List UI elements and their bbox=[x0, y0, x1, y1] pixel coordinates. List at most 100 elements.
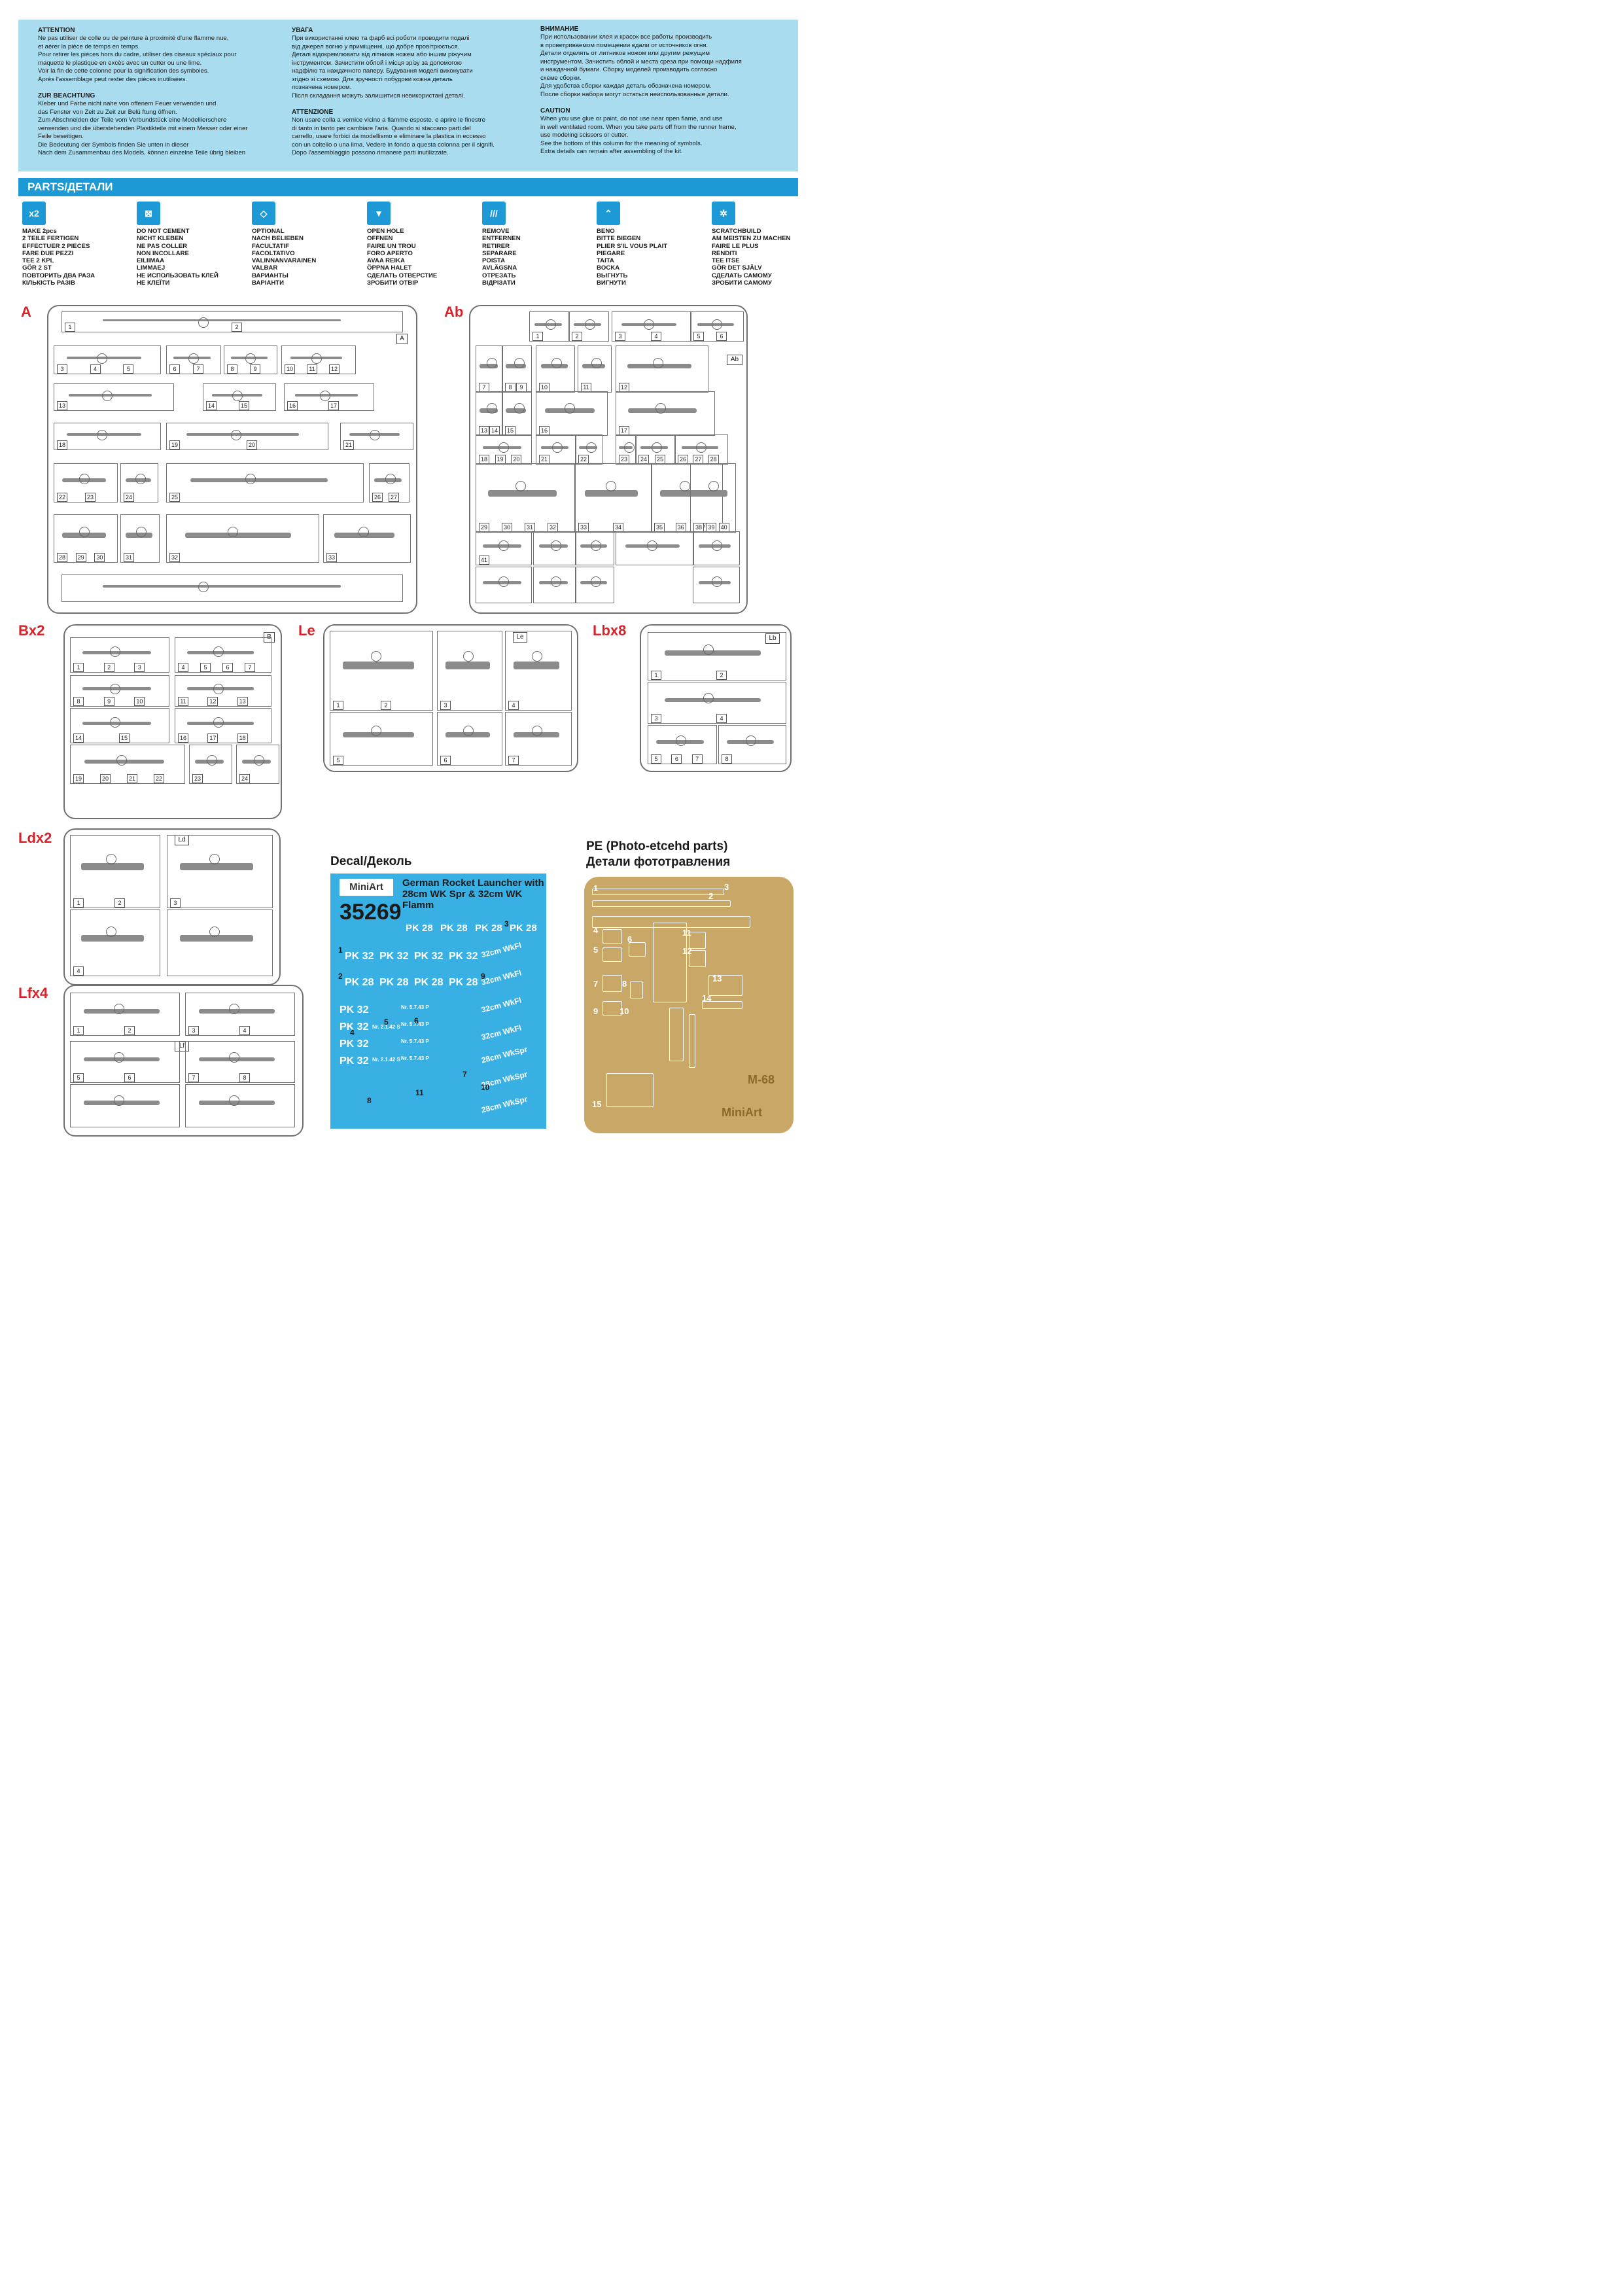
plastic-part bbox=[342, 661, 414, 669]
part-number: 14 bbox=[73, 733, 84, 743]
sprue-cell: 4 bbox=[70, 910, 160, 976]
plastic-part bbox=[96, 430, 107, 440]
sprue-flag: Lb bbox=[765, 633, 780, 644]
plastic-part bbox=[116, 754, 127, 766]
plastic-part bbox=[227, 527, 238, 537]
part-number: 8 bbox=[227, 364, 237, 374]
plastic-part bbox=[647, 540, 658, 551]
decal-pk32: PK 32 bbox=[449, 951, 478, 962]
plastic-part bbox=[81, 862, 144, 870]
part-number: 19 bbox=[169, 440, 180, 450]
decal-brand: MiniArt bbox=[340, 879, 393, 896]
plastic-part bbox=[584, 489, 638, 497]
plastic-part bbox=[245, 473, 256, 484]
part-number: 9 bbox=[250, 364, 260, 374]
warning-heading: УВАГА bbox=[292, 27, 313, 34]
part-number: 41 bbox=[479, 556, 489, 565]
warning-heading: ATTENZIONE bbox=[292, 109, 334, 116]
part-number: 8 bbox=[722, 754, 732, 764]
plastic-part bbox=[198, 317, 209, 328]
part-number: 5 bbox=[200, 663, 211, 672]
part-number: 12 bbox=[329, 364, 340, 374]
plastic-part bbox=[213, 646, 224, 657]
plastic-part bbox=[655, 402, 666, 414]
decal-pk28: PK 28 bbox=[345, 977, 374, 988]
part-number: 9 bbox=[103, 697, 114, 706]
sprue-cell: 12 bbox=[616, 345, 708, 393]
plastic-part bbox=[565, 402, 576, 414]
part-number: 8 bbox=[505, 383, 515, 392]
part-number: 16 bbox=[178, 733, 188, 743]
plastic-part bbox=[186, 433, 299, 436]
sprue-cell: 10 bbox=[536, 345, 575, 393]
part-number: 6 bbox=[169, 364, 180, 374]
plastic-part bbox=[546, 319, 556, 330]
part-number: 2 bbox=[124, 1026, 135, 1035]
plastic-part bbox=[591, 357, 602, 368]
plastic-part bbox=[209, 927, 220, 937]
plastic-part bbox=[487, 402, 497, 414]
sprue-cell: 1 bbox=[529, 311, 570, 342]
part-number: 2 bbox=[381, 701, 391, 710]
sprue-label-a: A bbox=[21, 304, 31, 320]
part-number: 7 bbox=[508, 756, 519, 765]
plastic-part bbox=[586, 442, 597, 453]
decal-title: Decal/Деколь bbox=[330, 855, 412, 868]
part-number: 23 bbox=[619, 455, 629, 464]
part-number: 3 bbox=[170, 898, 181, 908]
part-number: 2 bbox=[232, 323, 242, 332]
warning-column-3: ВНИМАНИЕ При использовании клея и красок… bbox=[540, 25, 789, 164]
pe-window bbox=[689, 932, 706, 949]
pe-part-number: 8 bbox=[622, 979, 627, 989]
part-number: 7 bbox=[193, 364, 203, 374]
sprue-cell bbox=[533, 567, 576, 603]
decal-pk28: PK 28 bbox=[414, 977, 444, 988]
plastic-part bbox=[370, 430, 380, 440]
plastic-part bbox=[385, 473, 396, 484]
plastic-part bbox=[110, 717, 120, 728]
warning-column-2: УВАГА При використанні клею та фарб всі … bbox=[292, 26, 527, 166]
plastic-part bbox=[675, 735, 686, 746]
pe-chain bbox=[702, 1001, 742, 1009]
symbol-text: OPEN HOLE OFFNEN FAIRE UN TROU FORO APER… bbox=[367, 228, 438, 287]
sprue-flag: Le bbox=[513, 632, 527, 643]
decal-number: 6 bbox=[414, 1016, 419, 1025]
sprue-cell: 23 bbox=[616, 434, 637, 465]
plastic-part bbox=[652, 442, 662, 453]
part-number: 18 bbox=[237, 733, 248, 743]
part-number: 6 bbox=[440, 756, 451, 765]
sprue-cell: 4 bbox=[505, 631, 572, 711]
warning-text: Non usare colla a vernice vicino a flamm… bbox=[292, 116, 495, 156]
plastic-part bbox=[624, 442, 635, 453]
plastic-part bbox=[550, 540, 561, 551]
pe-part-number: 2 bbox=[708, 891, 714, 901]
plastic-part bbox=[606, 481, 617, 491]
plastic-part bbox=[96, 353, 107, 364]
part-number: 7 bbox=[479, 383, 489, 392]
pe-bracket bbox=[602, 947, 622, 962]
plastic-part bbox=[253, 754, 264, 766]
pe-bracket bbox=[629, 942, 646, 957]
decal-flamm-text: 32cm WkFl bbox=[480, 1023, 523, 1042]
plastic-part bbox=[135, 473, 147, 484]
part-number: 13 bbox=[479, 426, 489, 435]
plastic-part bbox=[190, 478, 328, 482]
part-number: 4 bbox=[716, 714, 727, 723]
plastic-part bbox=[103, 585, 341, 588]
sprue-cell: 21 bbox=[536, 434, 576, 465]
plastic-part bbox=[110, 683, 120, 694]
plastic-part bbox=[106, 853, 117, 864]
plastic-part bbox=[515, 481, 526, 491]
decal-spr-text: 28cm WkSpr bbox=[480, 1044, 529, 1065]
plastic-part bbox=[703, 645, 714, 655]
